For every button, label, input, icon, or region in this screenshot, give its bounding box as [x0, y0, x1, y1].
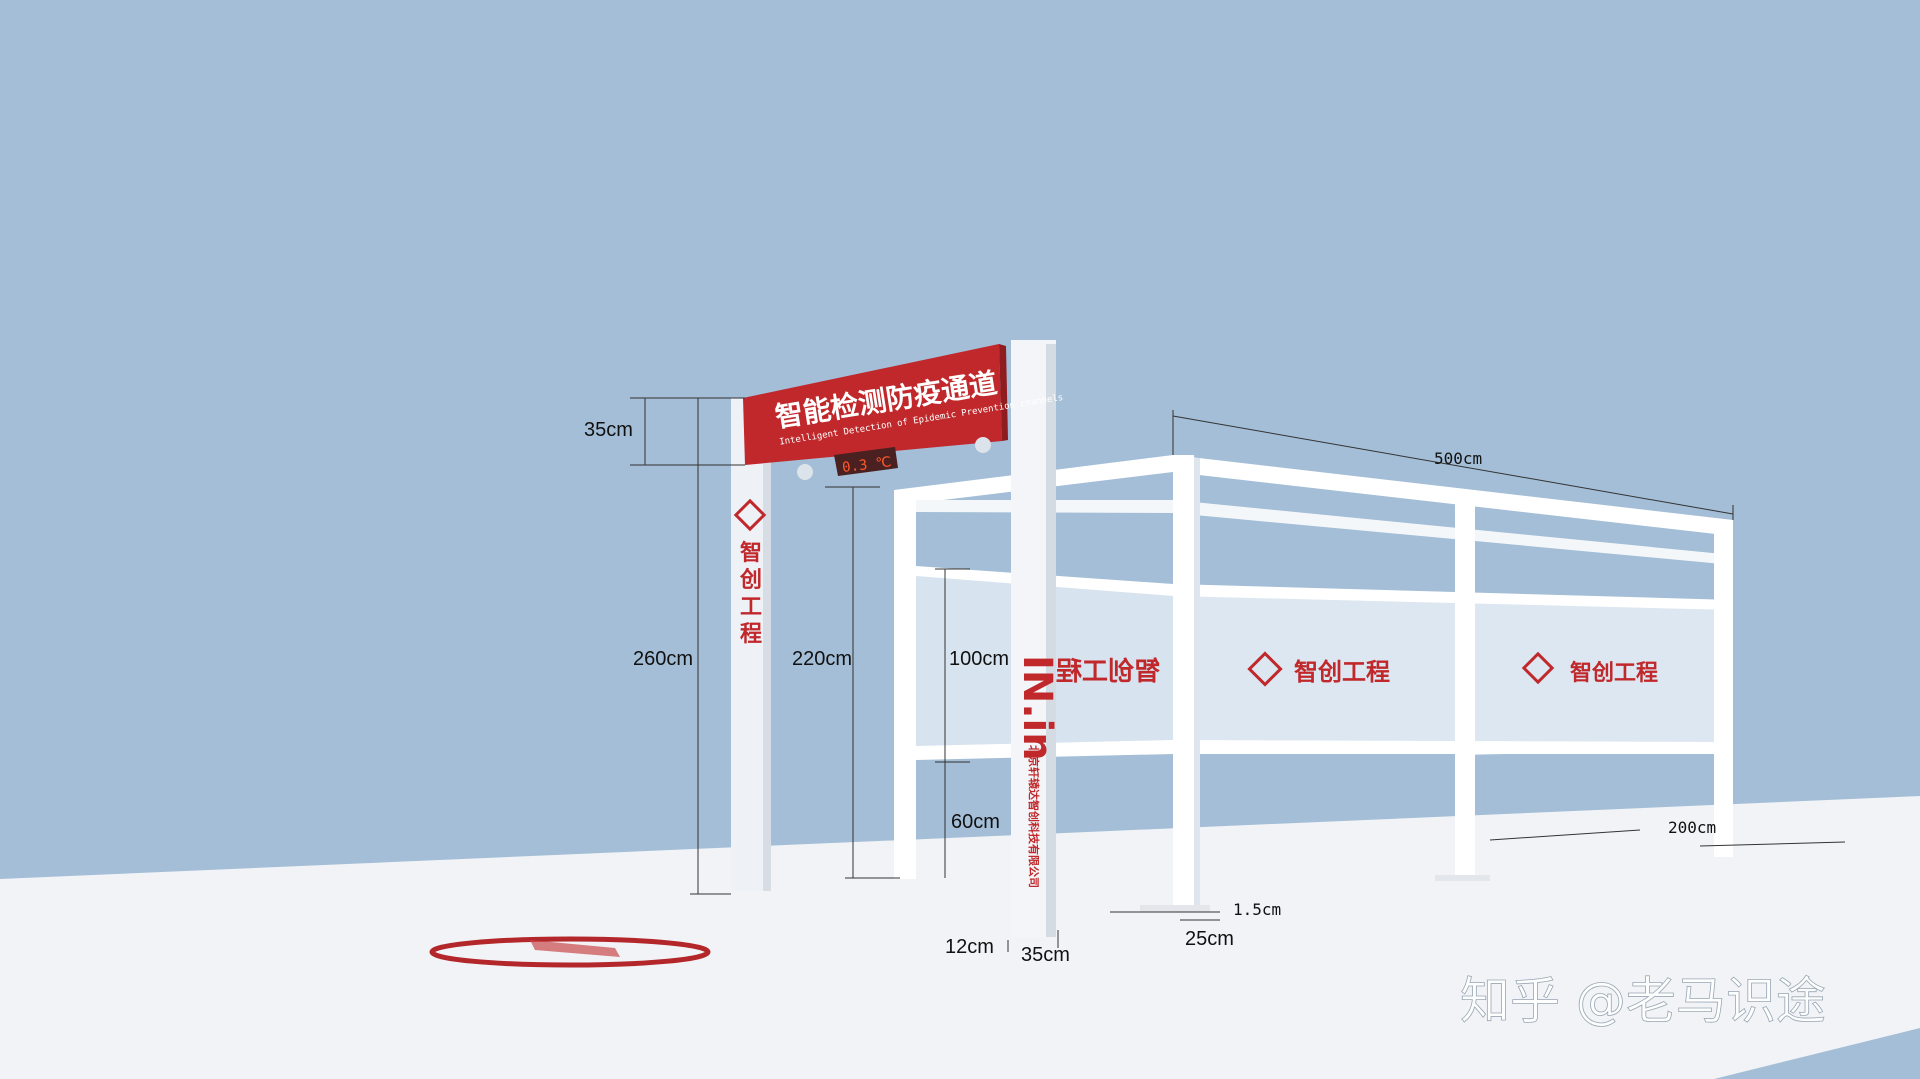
dim-frame-post: 25cm — [1185, 928, 1234, 950]
dim-frame-thickness: 1.5cm — [1233, 900, 1281, 919]
camera-icon — [797, 464, 813, 480]
panel-3 — [1475, 595, 1720, 755]
panel-brand-2: 智创工程 — [1570, 660, 1658, 686]
pillar-brand-rotated: IN.in — [1014, 655, 1060, 761]
dim-pillar-base: 12cm — [945, 936, 994, 958]
company-name: 北京轩辕达智创科技有限公司 — [1027, 745, 1041, 888]
dim-pillar-width: 35cm — [1021, 944, 1070, 966]
svg-text:程: 程 — [740, 622, 762, 647]
dim-shelter-depth: 200cm — [1668, 818, 1716, 837]
dimension-lines — [630, 397, 1846, 952]
panel-brand-mirrored: 智创工程 — [1056, 657, 1160, 687]
dim-shelter-length: 500cm — [1434, 449, 1482, 468]
dim-clear-height: 220cm — [792, 648, 852, 670]
brand-logo-icon — [1247, 651, 1555, 687]
dim-total-height: 260cm — [633, 648, 693, 670]
shelter-frame — [894, 455, 1733, 912]
floor — [0, 796, 1920, 1079]
pillar-logo-icon — [733, 498, 767, 532]
sign-board — [743, 344, 1002, 465]
temperature-display — [834, 447, 898, 476]
panel-brand-1: 智创工程 — [1294, 658, 1390, 686]
dim-sign-height: 35cm — [584, 419, 633, 441]
panel-2 — [1194, 588, 1455, 749]
dim-base-height: 60cm — [951, 811, 1000, 833]
floor-text-mark — [530, 940, 620, 957]
temperature-reading: 0.3 ℃ — [841, 454, 892, 476]
svg-text:工: 工 — [740, 595, 762, 620]
pillar-brand-vertical: 智 创 工 程 — [739, 540, 762, 647]
watermark: 知乎 @老马识途 — [1460, 972, 1826, 1030]
floor-circle-marker — [429, 936, 711, 968]
svg-text:智: 智 — [740, 540, 762, 566]
svg-text:创: 创 — [739, 568, 762, 593]
camera-icon — [975, 437, 991, 453]
dim-panel-height: 100cm — [949, 648, 1009, 670]
